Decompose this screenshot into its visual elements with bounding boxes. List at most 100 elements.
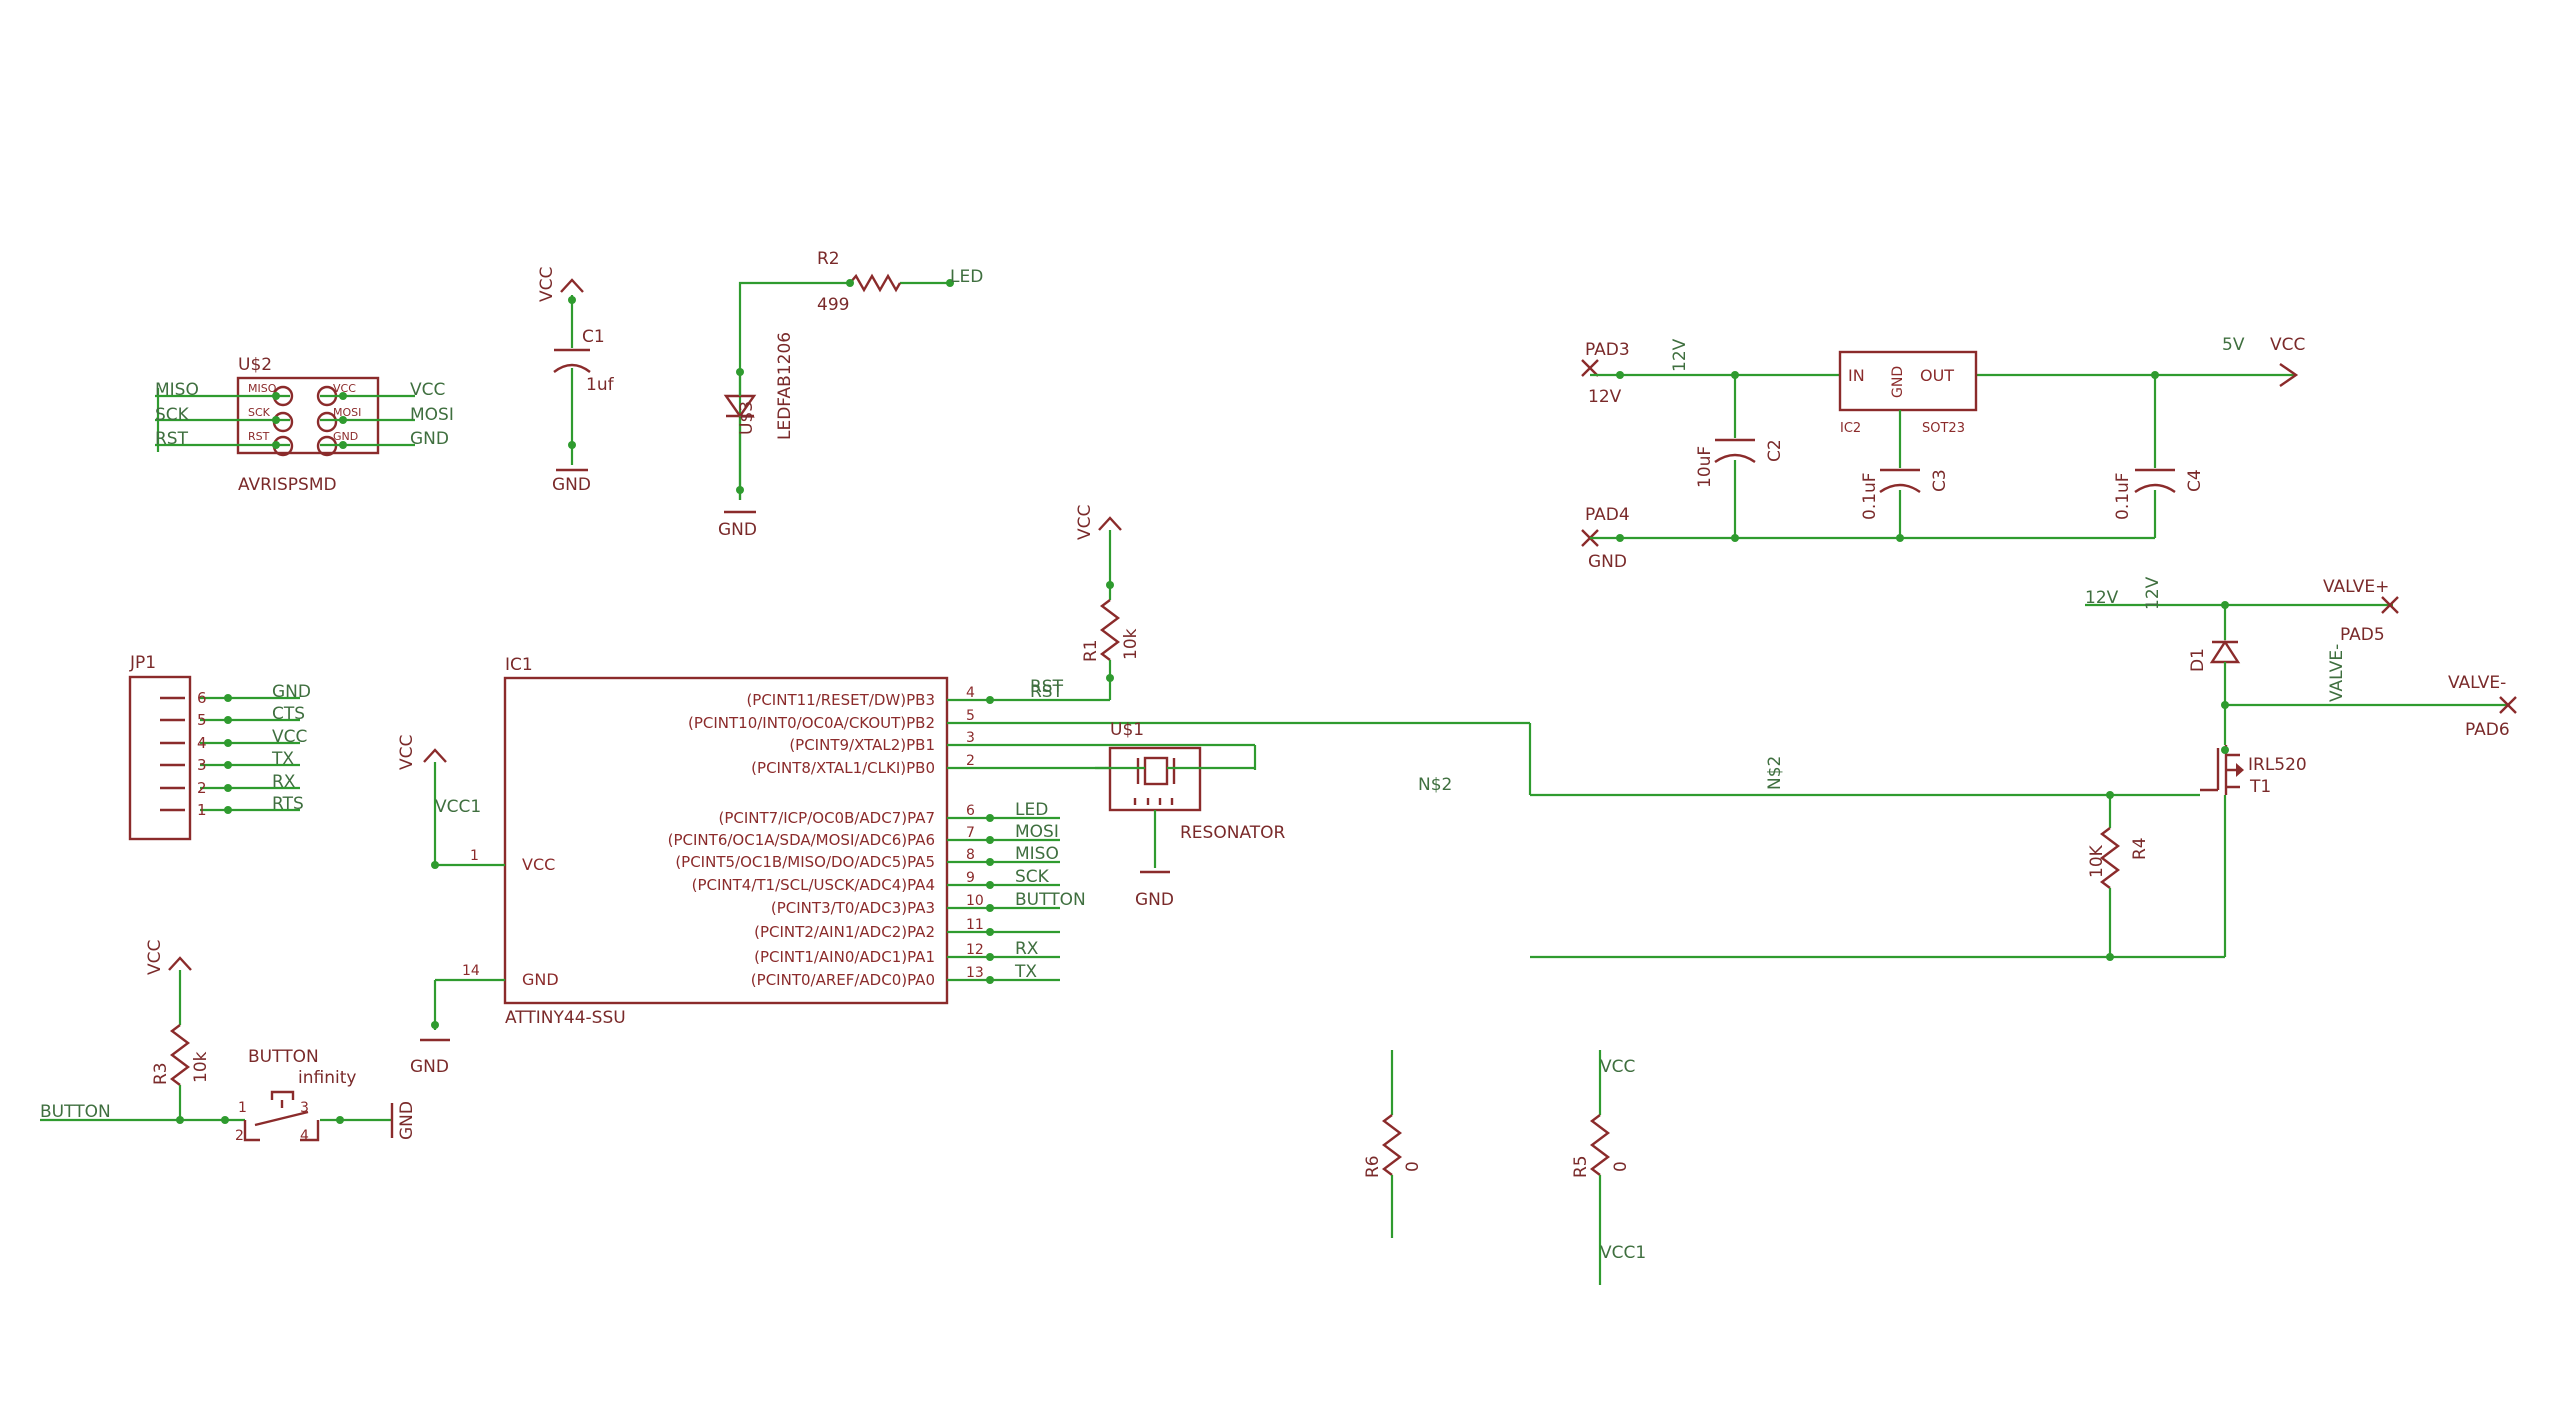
regulator-block: PAD3 12V PAD4 GND 12V IN OUT GND IC2 SOT… (1581, 335, 2305, 572)
ic1-pin-label-1: (PCINT10/INT0/OC0A/CKOUT)PB2 (688, 714, 935, 732)
reg-vcc-label: VCC (2270, 335, 2305, 355)
ic1-pin-junction-6 (986, 858, 994, 866)
capacitor-c1: C1 1uf VCC GND (537, 267, 615, 495)
ic1-gnd-pin-number: 14 (462, 963, 480, 979)
c4-name: C4 (2185, 469, 2205, 492)
ic1-pin-number-4: 6 (966, 803, 975, 819)
ic1-pin-number-7: 9 (966, 870, 975, 886)
ic1-attiny44: IC1 ATTINY44-SSU VCC GND VCC VCC1 GND (P… (397, 655, 2110, 1077)
r3-vcc-label: VCC (145, 940, 165, 975)
ic1-pin-label-5: (PCINT6/OC1A/SDA/MOSI/ADC6)PA6 (668, 831, 935, 849)
ic1-gnd-pin: GND (522, 970, 559, 989)
resistor-r6: R6 0 (1363, 1050, 1423, 1238)
jp1-net-rts: RTS (272, 794, 304, 814)
ic1-pin-junction-9 (986, 928, 994, 936)
ic1-pin-junction-4 (986, 814, 994, 822)
c1-name: C1 (582, 327, 605, 347)
valve-driver: 12V 12V VALVE+ PAD5 VALVE- VALVE- PAD6 D… (1530, 576, 2517, 961)
ic1-value: ATTINY44-SSU (505, 1008, 626, 1028)
ic1-net-label-5: MOSI (1015, 822, 1059, 842)
jp1-net-cts: CTS (272, 704, 305, 724)
pad5-label: PAD5 (2340, 625, 2385, 645)
ic1-pin-label-10: (PCINT1/AIN0/ADC1)PA1 (754, 948, 935, 966)
irl520-label: IRL520 (2248, 755, 2307, 775)
resonator-us1: U$1 RESONATOR GND (1095, 720, 1286, 910)
isp-net-vcc: VCC (410, 380, 445, 400)
isp-net-mosi: MOSI (410, 405, 454, 425)
button-net: BUTTON (40, 1102, 111, 1122)
ic1-pin-junction-7 (986, 881, 994, 889)
isp-pin-sck: SCK (248, 406, 271, 419)
r2-value: 499 (817, 295, 849, 315)
ic1-gnd-symbol: GND (410, 1057, 449, 1077)
isp-net-rst: RST (155, 429, 189, 449)
ic1-pin-label-9: (PCINT2/AIN1/ADC2)PA2 (754, 923, 935, 941)
jp1-net-vcc: VCC (272, 727, 307, 747)
ic1-pin-number-10: 12 (966, 942, 984, 958)
jp1-net-rx: RX (272, 772, 296, 792)
r4-name: R4 (2130, 837, 2150, 860)
ic1-pin-number-3: 2 (966, 753, 975, 769)
r1-name: R1 (1081, 639, 1101, 662)
c1-value: 1uf (586, 375, 615, 395)
us1-label: U$1 (1110, 720, 1144, 740)
ic1-vcc-pin: VCC (522, 855, 555, 874)
button-name: BUTTON (248, 1047, 319, 1067)
ic1-pin-number-8: 10 (966, 893, 984, 909)
ic1-pin-number-6: 8 (966, 847, 975, 863)
ic1-net-label-11: TX (1014, 962, 1037, 982)
resonator-gnd: GND (1135, 890, 1174, 910)
ic1-pin-label-6: (PCINT5/OC1B/MISO/DO/ADC5)PA5 (675, 853, 935, 871)
reg-5v-net: 5V (2222, 335, 2245, 355)
ic1-pin-junction-8 (986, 904, 994, 912)
c3-name: C3 (1930, 469, 1950, 492)
c1-vcc-label: VCC (537, 267, 557, 302)
valve-minus-label: VALVE- (2448, 673, 2506, 693)
pad3-net: 12V (1588, 387, 1622, 407)
svg-text:3: 3 (300, 1100, 309, 1116)
r5-value: 0 (1611, 1161, 1631, 1172)
ic1-pin-junction-5 (986, 836, 994, 844)
isp-pin-gnd: GND (333, 430, 358, 443)
sot23-label: SOT23 (1922, 421, 1965, 436)
isp-pin-mosi: MOSI (333, 406, 361, 419)
resonator-label: RESONATOR (1180, 823, 1286, 843)
r3-value: 10k (191, 1051, 211, 1083)
ic1-pin-junction-11 (986, 976, 994, 984)
svg-text:5: 5 (197, 711, 207, 729)
jp1-header: 654 321 JP1 GND CTS VCC TX RX RTS (128, 653, 311, 841)
svg-text:3: 3 (197, 756, 207, 774)
reg-gnd-pin: GND (1890, 366, 1906, 398)
ic1-pin-number-1: 5 (966, 708, 975, 724)
valve-plus-label: VALVE+ (2323, 577, 2389, 597)
us2-name: U$2 (238, 355, 272, 375)
reg-in-net: 12V (1670, 338, 1690, 372)
u3-value: LEDFAB1206 (775, 332, 795, 440)
c3-value: 0.1uF (1860, 472, 1880, 520)
r6-name: R6 (1363, 1155, 1383, 1178)
ic1-net-label-8: BUTTON (1015, 890, 1086, 910)
pad6-label: PAD6 (2465, 720, 2510, 740)
ic1-pin-number-2: 3 (966, 730, 975, 746)
ic1-vcc-pin-number: 1 (470, 848, 479, 864)
svg-text:6: 6 (197, 689, 207, 707)
valve-12v-net-2: 12V (2143, 576, 2163, 610)
r1-rst-net: RST (1030, 677, 1064, 697)
isp-pin-vcc: VCC (333, 382, 356, 395)
ic1-net-label-7: SCK (1015, 867, 1050, 887)
jp1-name: JP1 (129, 653, 156, 673)
isp-net-sck: SCK (155, 405, 190, 425)
led-gnd-label: GND (718, 520, 757, 540)
ic1-net-label-10: RX (1015, 939, 1039, 959)
isp-pin-miso: MISO (248, 382, 277, 395)
d1-label: D1 (2188, 648, 2208, 672)
ic1-vcc1-net: VCC1 (435, 797, 481, 817)
r5-vcc-net: VCC (1600, 1057, 1635, 1077)
ic1-pin-label-7: (PCINT4/T1/SCL/USCK/ADC4)PA4 (692, 876, 935, 894)
isp-pin-rst: RST (248, 430, 270, 443)
jp1-net-gnd: GND (272, 682, 311, 702)
button-gnd: GND (397, 1101, 417, 1140)
c4-value: 0.1uF (2113, 472, 2133, 520)
isp-net-gnd: GND (410, 429, 449, 449)
